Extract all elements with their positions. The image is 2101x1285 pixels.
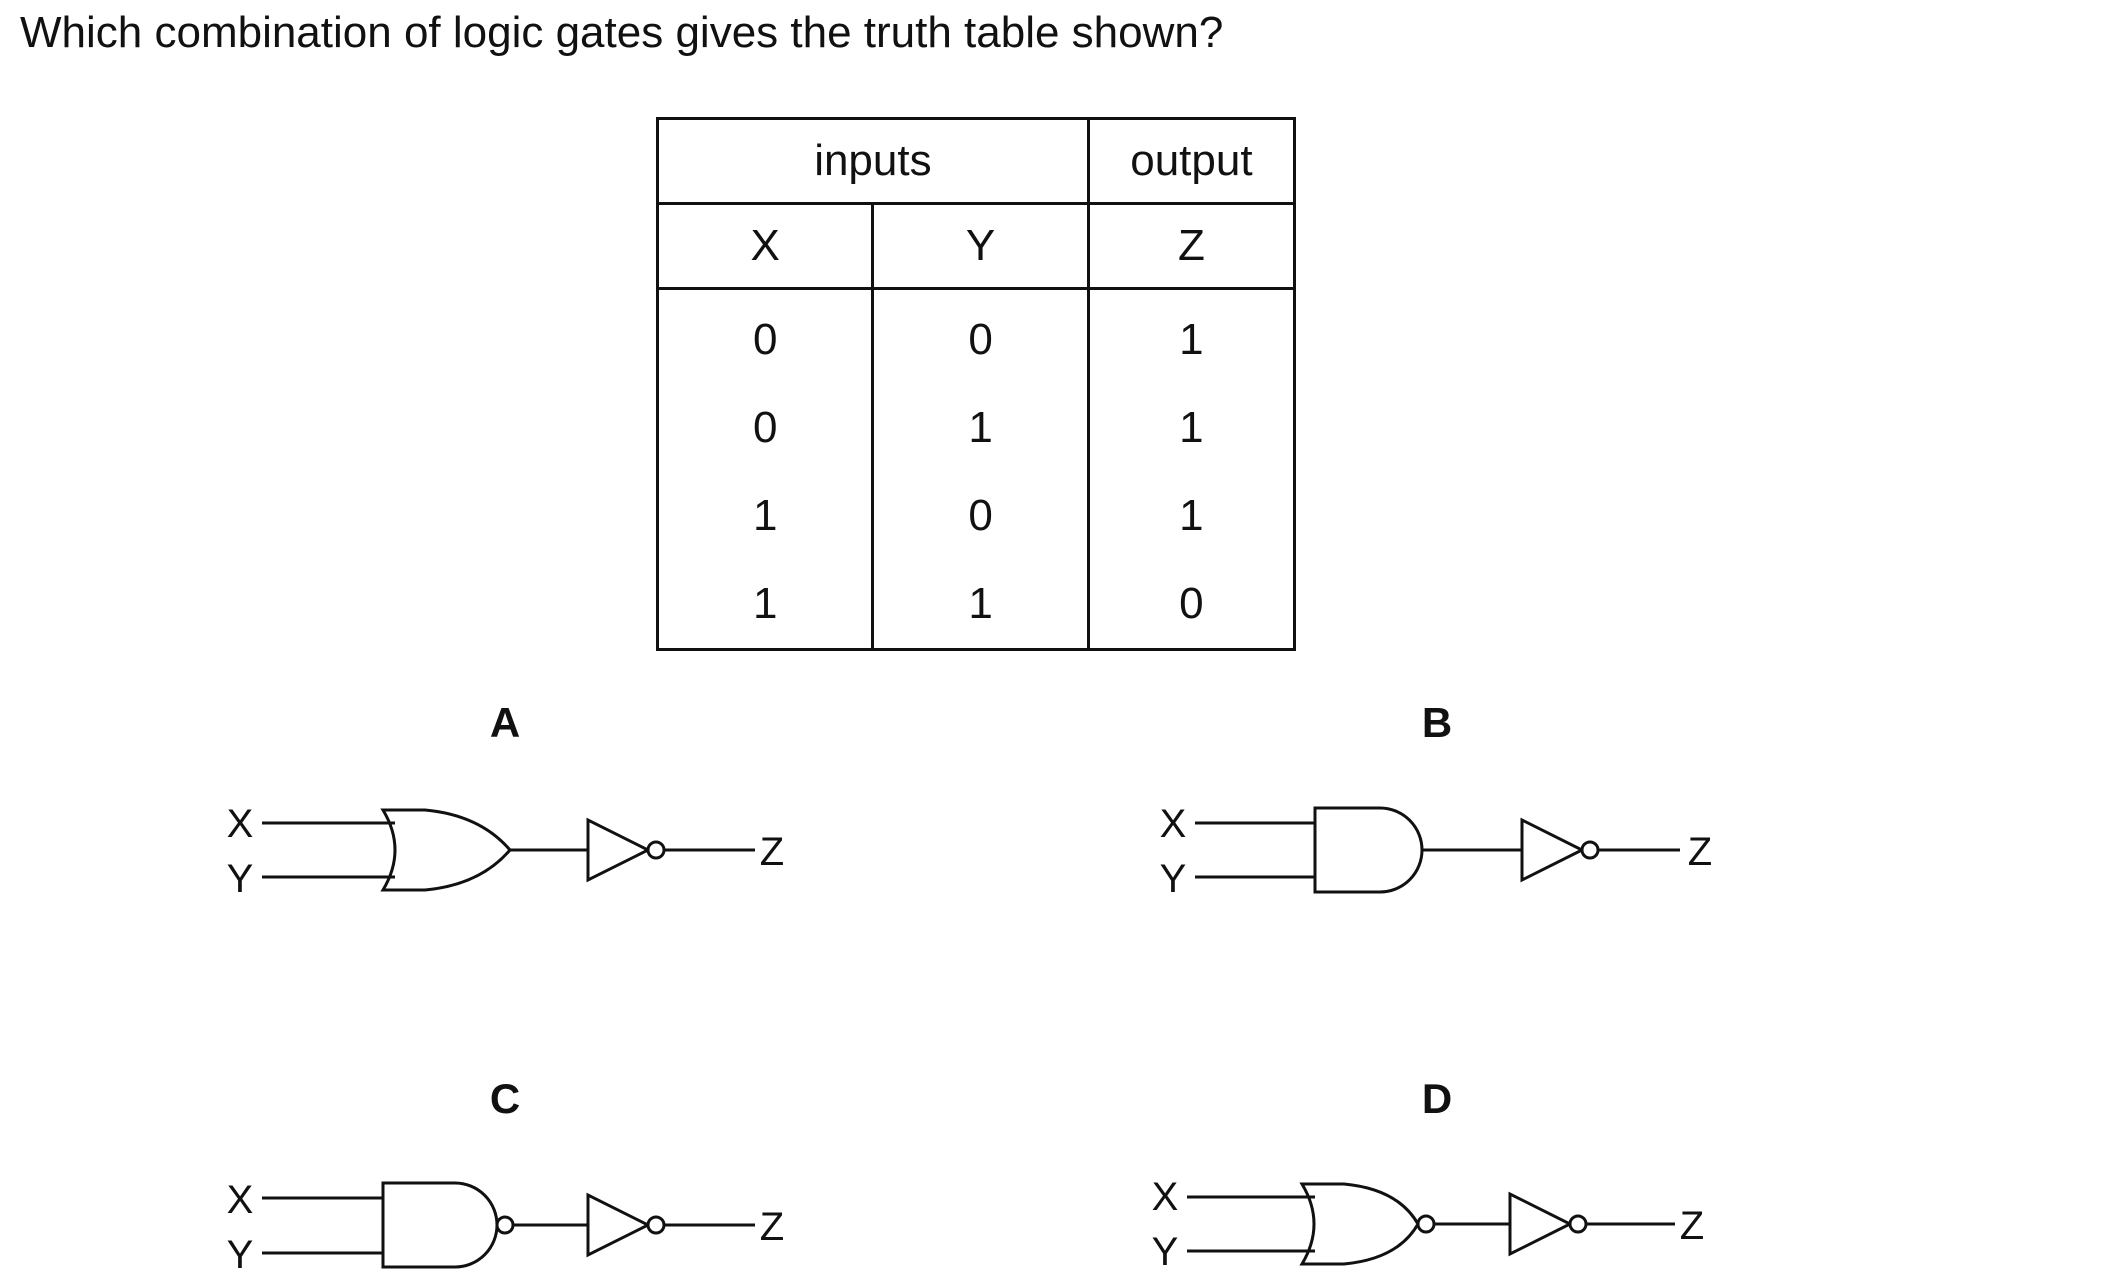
cell-z: 1 xyxy=(1086,472,1297,560)
option-d-input-y: Y xyxy=(1152,1230,1179,1274)
option-b-input-y: Y xyxy=(1160,857,1187,901)
option-c-input-y: Y xyxy=(227,1233,254,1277)
table-row: 0 0 1 xyxy=(655,288,1297,384)
not-gate-icon xyxy=(1520,817,1586,883)
or-gate-icon xyxy=(380,808,512,892)
column-z-header: Z xyxy=(1086,202,1297,290)
column-y-header: Y xyxy=(871,202,1090,290)
option-a-input-y: Y xyxy=(227,857,254,901)
option-a-circuit: A X Y Z xyxy=(227,699,785,901)
nor-gate-icon xyxy=(1299,1182,1420,1266)
option-c-label: C xyxy=(490,1075,520,1122)
option-b-label: B xyxy=(1422,699,1452,746)
cell-y: 1 xyxy=(871,560,1090,651)
option-d-input-x: X xyxy=(1152,1175,1179,1219)
output-header: output xyxy=(1086,117,1297,205)
not-gate-icon xyxy=(1508,1191,1574,1257)
table-row: 1 0 1 xyxy=(655,472,1297,560)
inversion-bubble-icon xyxy=(646,1215,666,1235)
column-x-header: X xyxy=(655,202,875,290)
not-gate-icon xyxy=(586,817,652,883)
cell-y: 0 xyxy=(871,472,1090,560)
cell-y: 0 xyxy=(871,288,1090,384)
option-a-label: A xyxy=(490,699,520,746)
table-row: 1 1 0 xyxy=(655,560,1297,651)
inversion-bubble-icon xyxy=(495,1215,515,1235)
cell-z: 0 xyxy=(1086,560,1297,651)
option-b-output: Z xyxy=(1688,830,1712,874)
option-c-output: Z xyxy=(760,1205,784,1249)
option-c-input-x: X xyxy=(227,1178,254,1222)
inversion-bubble-icon xyxy=(646,840,666,860)
inputs-header: inputs xyxy=(656,117,1090,205)
inversion-bubble-icon xyxy=(1416,1214,1436,1234)
cell-x: 1 xyxy=(655,472,875,560)
option-c-circuit: C X Y Z xyxy=(227,1075,785,1277)
option-d-label: D xyxy=(1422,1075,1452,1122)
cell-x: 1 xyxy=(655,560,875,651)
option-b-input-x: X xyxy=(1160,802,1187,846)
cell-x: 0 xyxy=(655,288,875,384)
option-d-output: Z xyxy=(1680,1204,1704,1248)
cell-z: 1 xyxy=(1086,288,1297,384)
inversion-bubble-icon xyxy=(1580,840,1600,860)
option-b-circuit: B X Y Z xyxy=(1160,699,1713,901)
not-gate-icon xyxy=(586,1192,652,1258)
cell-y: 1 xyxy=(871,384,1090,472)
inversion-bubble-icon xyxy=(1568,1214,1588,1234)
option-a-output: Z xyxy=(760,830,784,874)
option-a-input-x: X xyxy=(227,802,254,846)
cell-z: 1 xyxy=(1086,384,1297,472)
table-row: 0 1 1 xyxy=(655,384,1297,472)
nand-gate-icon xyxy=(381,1181,499,1269)
and-gate-icon xyxy=(1313,806,1424,894)
cell-x: 0 xyxy=(655,384,875,472)
truth-table: inputs output X Y Z 0 0 1 0 1 1 1 0 1 1 … xyxy=(655,117,1297,651)
question-text: Which combination of logic gates gives t… xyxy=(20,8,1224,57)
option-d-circuit: D X Y Z xyxy=(1152,1075,1705,1274)
